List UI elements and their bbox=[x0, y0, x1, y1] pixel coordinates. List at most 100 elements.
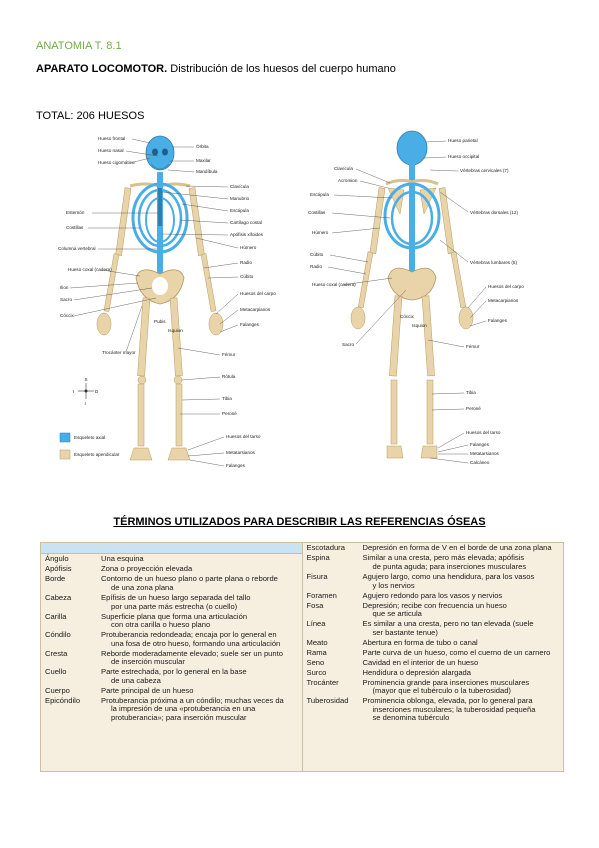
plabel-humero: Húmero bbox=[312, 230, 329, 235]
plabel-falanges-pie: Falanges bbox=[470, 442, 490, 447]
label-radio: Radio bbox=[240, 260, 252, 265]
legend-axial: Esqueleto axial bbox=[74, 435, 105, 440]
compass-s: S bbox=[85, 377, 88, 382]
label-cubito: Cúbito bbox=[240, 274, 254, 279]
label-perone: Peroné bbox=[222, 411, 237, 416]
bone-total: TOTAL: 206 HUESOS bbox=[36, 110, 145, 122]
subtitle-bold: APARATO LOCOMOTOR. bbox=[36, 63, 168, 75]
compass-i-left: I bbox=[73, 389, 74, 394]
label-trocanter: Trocánter mayor bbox=[102, 350, 136, 355]
label-hueso-nasal: Hueso nasal bbox=[98, 148, 124, 153]
label-pubis: Pubis bbox=[154, 319, 166, 324]
plabel-occipital: Hueso occipital bbox=[448, 154, 479, 159]
label-ilion: Ilion bbox=[60, 285, 69, 290]
plabel-cervicales: Vértebras cervicales (7) bbox=[460, 168, 509, 173]
label-sacro: Sacro bbox=[60, 297, 72, 302]
label-cartilago: Cartílago costal bbox=[230, 220, 262, 225]
plabel-acromion: Acromion bbox=[338, 178, 358, 183]
label-metatarsianos: Metatarsianos bbox=[226, 450, 256, 455]
subtitle-rest: Distribución de los huesos del cuerpo hu… bbox=[167, 63, 396, 75]
course-header: ANATOMIA T. 8.1 bbox=[36, 40, 122, 52]
label-columna: Columna vertebral bbox=[58, 246, 96, 251]
plabel-clavicula: Clavícula bbox=[334, 166, 353, 171]
label-metacarpianos: Metacarpianos bbox=[240, 307, 271, 312]
legend-apendicular: Esqueleto apendicular bbox=[74, 452, 120, 457]
plabel-metacarpianos: Metacarpianos bbox=[488, 298, 519, 303]
plabel-lumbares: Vértebras lumbares (5) bbox=[470, 260, 517, 265]
orientation-compass: S D I I bbox=[73, 377, 99, 406]
label-femur: Fémur bbox=[222, 352, 236, 357]
label-maxilar: Maxilar bbox=[196, 158, 211, 163]
plabel-carpo: Huesos del carpo bbox=[488, 284, 524, 289]
plabel-metatarsianos: Metatarsianos bbox=[470, 451, 500, 456]
label-clavicula: Clavícula bbox=[230, 184, 249, 189]
skeleton-illustration: Esternón Costillas Columna vertebral Hue… bbox=[58, 130, 524, 468]
plabel-calcaneo: Calcáneo bbox=[470, 460, 490, 465]
compass-d: D bbox=[95, 389, 99, 394]
anterior-labels-left: Esternón Costillas Columna vertebral Hue… bbox=[58, 210, 158, 355]
plabel-parietal: Hueso parietal bbox=[448, 138, 478, 143]
plabel-perone: Peroné bbox=[466, 406, 481, 411]
label-coccix: Cóccix bbox=[60, 313, 74, 318]
label-rotula: Rótula bbox=[222, 374, 236, 379]
plabel-dorsales: Vértebras dorsales (12) bbox=[470, 210, 518, 215]
plabel-coccix: Cóccix bbox=[400, 314, 414, 319]
table-header-band-left bbox=[41, 543, 302, 554]
plabel-radio: Radio bbox=[310, 264, 322, 269]
plabel-isquion: Isquion bbox=[412, 323, 427, 328]
plabel-sacro: Sacro bbox=[342, 342, 354, 347]
label-xifoides: Apófisis xifoides bbox=[230, 232, 264, 237]
label-carpo: Huesos del carpo bbox=[240, 291, 276, 296]
plabel-escapula: Escápula bbox=[310, 192, 329, 197]
label-tibia: Tibia bbox=[222, 396, 232, 401]
label-escapula: Escápula bbox=[230, 208, 249, 213]
label-humero: Húmero bbox=[240, 245, 257, 250]
label-hueso-cigomatico: Hueso cigomático bbox=[98, 160, 135, 165]
label-falanges-mano: Falanges bbox=[240, 322, 260, 327]
compass-i-bottom: I bbox=[85, 401, 86, 406]
skeleton-legend: Esqueleto axial Esqueleto apendicular bbox=[59, 432, 120, 460]
plabel-falanges-mano: Falanges bbox=[488, 318, 508, 323]
plabel-femur: Fémur bbox=[466, 344, 480, 349]
plabel-cubito: Cúbito bbox=[310, 252, 324, 257]
posterior-labels-right: Hueso parietal Hueso occipital Vértebras… bbox=[423, 138, 524, 465]
label-orbita: Órbita bbox=[196, 143, 209, 149]
label-costillas: Costillas bbox=[66, 225, 84, 230]
label-esternon: Esternón bbox=[66, 210, 85, 215]
label-falanges-pie: Falanges bbox=[226, 463, 246, 468]
plabel-tibia: Tibia bbox=[466, 390, 476, 395]
label-manubrio: Manubrio bbox=[230, 196, 250, 201]
posterior-labels-left: Clavícula Acromion Escápula Costillas Hú… bbox=[308, 166, 407, 347]
plabel-hueso-coxal: Hueso coxal (cadera) bbox=[312, 282, 356, 287]
document-subtitle: APARATO LOCOMOTOR. Distribución de los h… bbox=[36, 63, 396, 75]
label-mandibula: Mandíbula bbox=[196, 169, 218, 174]
anterior-skeleton bbox=[96, 135, 224, 461]
label-tarso: Huesos del tarso bbox=[226, 434, 261, 439]
label-hueso-coxal: Hueso coxal (cadera) bbox=[68, 267, 112, 272]
terms-table-title: TÉRMINOS UTILIZADOS PARA DESCRIBIR LAS R… bbox=[113, 516, 486, 528]
